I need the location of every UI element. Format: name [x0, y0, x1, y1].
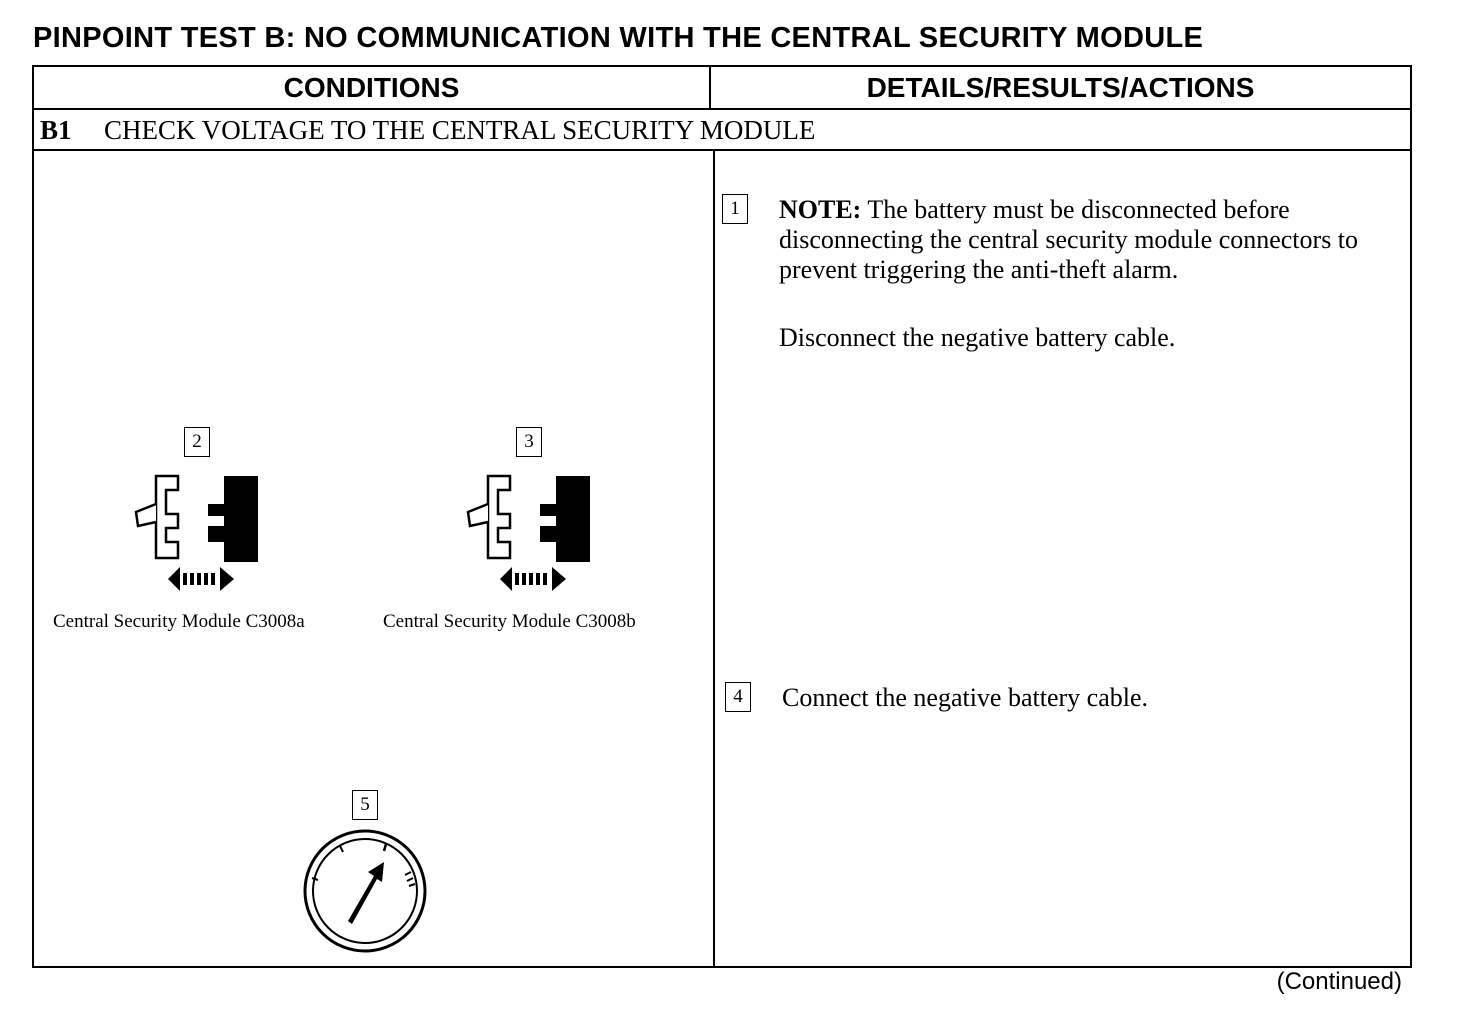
note-text: The battery must be disconnected before … — [779, 195, 1359, 284]
step-1-number: 1 — [722, 194, 748, 224]
step-1-instruction: Disconnect the negative battery cable. — [779, 323, 1176, 352]
column-divider — [713, 149, 715, 968]
header-divider — [32, 108, 1412, 110]
step-4-number: 4 — [725, 682, 751, 712]
connector-disconnect-icon — [134, 474, 258, 591]
section-header: B1 CHECK VOLTAGE TO THE CENTRAL SECURITY … — [40, 112, 815, 148]
page-title: PINPOINT TEST B: NO COMMUNICATION WITH T… — [33, 22, 1204, 54]
note-label: NOTE: — [779, 195, 862, 224]
section-id: B1 — [40, 115, 72, 145]
step-4-instruction: Connect the negative battery cable. — [782, 683, 1149, 712]
continued-label: (Continued) — [1276, 968, 1402, 995]
step-5-number: 5 — [352, 790, 378, 820]
column-divider-top — [709, 65, 711, 109]
connector-disconnect-icon — [466, 474, 590, 591]
test-table — [32, 65, 1412, 968]
ignition-switch-icon — [303, 829, 427, 953]
step-1-note: NOTE: The battery must be disconnected b… — [779, 195, 1379, 285]
section-title: CHECK VOLTAGE TO THE CENTRAL SECURITY MO… — [104, 115, 816, 145]
step-2-number: 2 — [184, 427, 210, 457]
details-column-header: DETAILS/RESULTS/ACTIONS — [866, 72, 1255, 103]
conditions-column-header: CONDITIONS — [283, 72, 460, 103]
step-3-number: 3 — [516, 427, 542, 457]
step-3-caption: Central Security Module C3008b — [383, 611, 636, 632]
step-2-caption: Central Security Module C3008a — [53, 611, 305, 632]
section-divider — [32, 149, 1412, 151]
